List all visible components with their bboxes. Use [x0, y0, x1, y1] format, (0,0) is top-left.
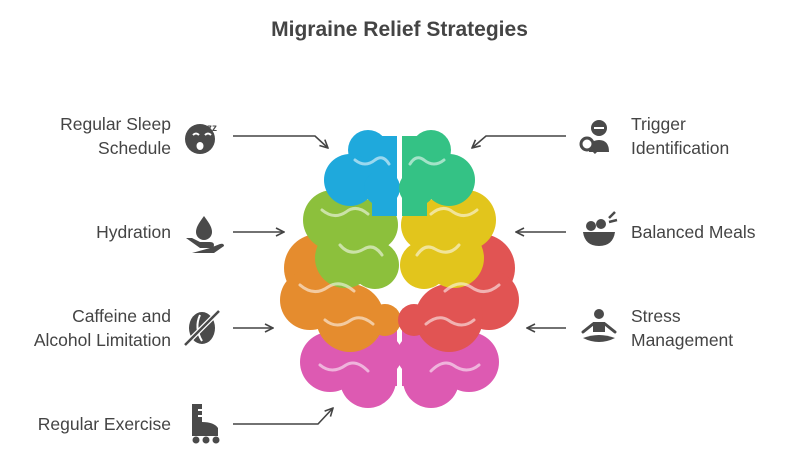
strategy-label-line: Caffeine and	[34, 304, 171, 328]
strategy-label-line: Stress	[631, 304, 733, 328]
roller-skate-icon	[192, 404, 220, 444]
strategy-label-line: Trigger	[631, 112, 729, 136]
svg-text:zz: zz	[207, 123, 217, 134]
water-drop-hand-icon	[186, 216, 224, 253]
strategy-label-line: Identification	[631, 136, 729, 160]
strategy-label-line: Balanced Meals	[631, 220, 756, 244]
search-person-icon	[581, 120, 609, 153]
arrow-trigger	[472, 136, 566, 148]
strategy-label-line: Regular Exercise	[38, 412, 171, 436]
strategy-label-line: Alcohol Limitation	[34, 328, 171, 352]
meditation-icon	[583, 309, 615, 342]
strategy-label-hydration: Hydration	[96, 220, 171, 244]
strategy-label-line: Schedule	[60, 136, 171, 160]
sleepy-face-icon: zz	[185, 123, 217, 154]
strategy-label-sleep: Regular Sleep Schedule	[60, 112, 171, 160]
strategy-label-line: Management	[631, 328, 733, 352]
no-coffee-icon	[185, 311, 219, 345]
strategy-label-trigger: Trigger Identification	[631, 112, 729, 160]
strategy-label-line: Hydration	[96, 220, 171, 244]
arrow-exercise	[233, 408, 333, 424]
strategy-label-meals: Balanced Meals	[631, 220, 756, 244]
arrow-sleep	[233, 136, 328, 148]
salad-bowl-icon	[583, 212, 617, 246]
strategy-label-line: Regular Sleep	[60, 112, 171, 136]
left-hemisphere	[280, 130, 402, 408]
strategy-label-stress: Stress Management	[631, 304, 733, 352]
strategy-label-caffeine: Caffeine and Alcohol Limitation	[34, 304, 171, 352]
strategy-label-exercise: Regular Exercise	[38, 412, 171, 436]
connector-arrows	[233, 136, 566, 424]
right-hemisphere	[397, 130, 519, 408]
